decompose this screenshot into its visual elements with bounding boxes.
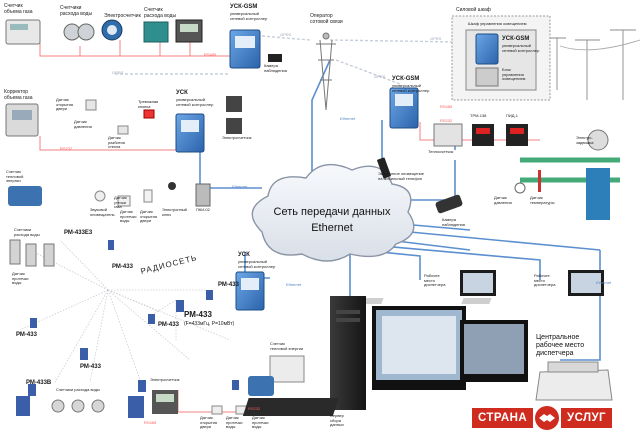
label-pm433b: РМ-433В [26,380,52,386]
label-ethernet-a: Ethernet [232,184,248,189]
brand-left-text: СТРАНА [472,408,534,428]
label-gprs-d: GPRS [112,70,124,75]
label-siren: Звуковой оповещатель [90,207,115,217]
handshake-icon [535,406,560,430]
label-trm-138: ТРМ-138 [470,113,487,118]
label-usk-gsm-right-desc: универсальный сетевой контроллер [502,43,540,53]
label-usk-gsm-mid-desc: универсальный сетевой контроллер [392,83,430,93]
label-water-meters-bottom: Счетчики расхода воды [56,387,100,392]
label-central-ws: Центральное рабочее место диспетчера [536,334,585,357]
label-rs485-b: RS485 [440,104,453,109]
label-gas-corrector: Корректор объема газа [4,89,33,101]
label-ethernet-b: Ethernet [340,116,356,121]
label-gprs-b: GPRS [430,36,442,41]
label-gas-meter: Счетчик объема газа [4,3,33,15]
label-pm433e3: РМ-433Е3 [64,230,93,236]
label-light-block: Блок управления освещением [502,67,526,82]
label-leak-sensor-c: Датчик протечки воды [12,271,29,286]
label-usk-gsm-top-desc: универсальный сетевой контроллер [230,11,268,21]
brand-logo: СТРАНА УСЛУГ [472,404,612,432]
label-usk-low-desc: универсальный сетевой контроллер [238,259,276,269]
label-electric-meter-top: Электросчетчик [104,13,141,19]
network-subtitle: Ethernet [311,222,353,234]
label-door-sensor-c: Датчик открытия двери [200,415,218,430]
label-leak-sensor-b: Датчик протечки воды [120,209,137,224]
label-pressure-sensor-a: Датчик давления [74,119,92,129]
label-emergency: Экстренное оповещение на мобильный телеф… [378,171,424,181]
label-rs232-b: RS232 [440,118,453,123]
label-temp-sensor: Датчик температуры [530,195,555,205]
label-dispatcher-ws-a: Рабочее место диспетчера [424,273,446,288]
label-rs232-c: RS232 [248,406,261,411]
label-water-meters-top: Счетчики расхода воды [60,5,93,17]
label-pm433-main-desc: (F=433мГц, P=10мВт) [184,321,235,327]
label-electrovalve: Электро- задвижка [576,135,594,145]
network-title: Сеть передачи данных [273,206,391,218]
label-mobile-operator: Оператор сотовой связи [310,13,343,25]
label-rs485-a: RS485 [204,52,217,57]
label-pid-1: ПИД-1 [506,113,519,118]
power-poles [548,29,640,100]
label-door-sensor-b: Датчик открытия двери [140,209,158,224]
label-ethernet-c: Ethernet [286,282,302,287]
label-usk-gsm-mid: УСК-GSM [392,76,420,82]
label-door-sensor-a: Датчик открытия двери [56,97,74,112]
label-water-meter-top2: Счетчик расхода воды [144,7,177,19]
label-gprs-a: GPRS [280,32,292,37]
label-power-cabinet: Силовой шкаф [456,7,491,13]
cell-tower [316,32,336,111]
label-electric-meter-mid: Электросчетчик [222,135,252,140]
gprs-lines [115,35,461,85]
label-rs485-c: RS485 [144,420,157,425]
devices-mid-right [377,87,620,220]
usk-gsm-top [229,29,282,69]
label-pm433-e: РМ-433 [80,364,101,370]
label-pm433-c: РМ-433 [158,322,179,328]
label-dispatcher-ws-b: Рабочее место диспетчера [534,273,556,288]
label-usk-gsm-top: УСК-GSM [230,4,258,10]
radio-network [19,239,231,385]
label-pressure-sensor-b: Датчик давления [494,195,512,205]
label-gprs-c: GPRS [374,74,386,79]
label-smoke-sensor: Датчик утечки газа [114,195,127,210]
label-pki-02: ПКИ-02 [196,207,210,212]
label-light-cabinet: Шкаф управления освещением [468,21,527,26]
label-heat-counter: Теплосчетчик [428,149,454,154]
label-electronic-key: Электронный ключ [162,207,187,217]
label-heat-meter-bottom: Счетчик тепловой энергии [270,341,304,351]
power-cabinet [451,15,551,101]
label-leak-sensor-d: Датчик протечки воды [226,415,243,430]
label-pm433-main: РМ-433 [184,310,212,319]
label-heat-meter: Счетчик тепловой энергии [6,169,24,184]
label-smoke-sensor-b: Датчик протечки воды [252,415,269,430]
label-pm433-b: РМ-433 [218,282,239,288]
label-data-server: Сервер сбора данных [330,413,344,428]
label-ethernet-d: Ethernet [596,280,612,285]
label-electric-meter-bottom: Электросчетчик [150,377,180,382]
label-pm433-a: РМ-433 [112,264,133,270]
meters-top-left [5,19,203,45]
label-alarm-button: Тревожная кнопка [138,99,159,109]
label-camera-mid: Камера наблюдения [442,217,465,227]
brand-right-text: УСЛУГ [561,408,612,428]
label-usk-mid: УСК [176,90,188,96]
label-usk-gsm-right: УСК-GSM [502,36,530,42]
workstations [242,270,613,416]
network-cloud [251,163,415,262]
label-usk-mid-desc: универсальный сетевой контроллер [176,97,214,107]
radio-modules [28,240,265,396]
label-leak-sensor: Датчик разбития стекла [108,135,125,150]
label-rs232-a: RS232 [60,146,73,151]
label-pm433-d: РМ-433 [16,332,37,338]
label-camera-top: Камера наблюдения [264,63,287,73]
label-water-meters-left: Счетчики расхода воды [14,227,40,237]
devices-mid-left [5,96,242,207]
label-usk-low: УСК [238,252,250,258]
